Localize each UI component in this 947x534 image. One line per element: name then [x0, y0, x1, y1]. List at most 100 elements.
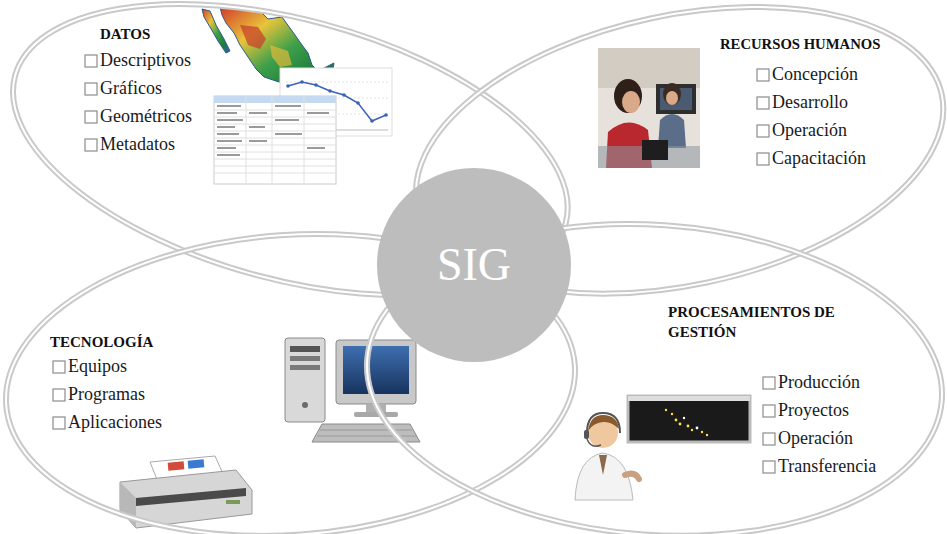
data-table: [272, 96, 273, 184]
operator-figure: [587, 439, 601, 446]
text-slot: Geométricos: [100, 106, 192, 127]
center-label: SIG: [437, 239, 511, 291]
data-table: [217, 140, 242, 142]
data-table: [246, 96, 247, 184]
people-photo: [598, 48, 700, 168]
text-slot: Programas: [68, 384, 145, 405]
data-table: [307, 112, 329, 114]
mexico-map: [202, 9, 230, 53]
list-item: Metadatos: [100, 134, 175, 155]
petal-outline: [357, 205, 947, 534]
map-screen: [679, 423, 682, 426]
operator-figure: [625, 474, 639, 479]
text-slot: SIG: [377, 168, 571, 362]
text-slot: DATOS: [100, 24, 150, 44]
printer: [188, 459, 205, 468]
line-chart: [370, 119, 374, 123]
line-chart: [328, 89, 332, 93]
line-chart: [300, 80, 304, 84]
people-photo: [642, 140, 668, 160]
checkbox: [763, 461, 775, 473]
text-slot: Descriptivos: [100, 50, 191, 71]
data-table: [214, 159, 336, 160]
map-screen: [628, 396, 750, 442]
people-photo: [614, 79, 642, 113]
data-table: [214, 145, 336, 146]
data-table: [214, 138, 336, 139]
data-table: [214, 110, 336, 111]
checkbox: [763, 377, 775, 389]
checkbox: [763, 433, 775, 445]
checkbox: [53, 361, 65, 373]
map-screen: [675, 419, 678, 422]
data-table: [249, 140, 267, 142]
operator-figure: [584, 430, 589, 439]
data-table: [249, 112, 267, 114]
data-table: [214, 131, 336, 132]
people-photo: [598, 48, 700, 88]
printer: [136, 488, 246, 506]
checkbox: [757, 125, 769, 137]
list-item: Producción: [778, 372, 860, 393]
checkbox: [757, 153, 769, 165]
map-screen: [687, 425, 690, 428]
list-item: Equipos: [68, 356, 127, 377]
desktop-computer: [290, 356, 320, 361]
list-item: Concepción: [772, 64, 858, 85]
group-heading: RECURSOS HUMANOS: [720, 34, 880, 54]
data-table: [275, 119, 299, 121]
group-heading: PROCESAMIENTOS DE GESTIÓN: [668, 302, 883, 342]
people-photo: [663, 83, 681, 105]
desktop-computer: [343, 346, 409, 394]
data-table: [214, 96, 336, 103]
operator-figure: [599, 455, 607, 475]
petal-outline: [0, 215, 585, 534]
list-item: Gráficos: [100, 78, 162, 99]
map-screen: [706, 434, 708, 436]
checkbox: [85, 55, 97, 67]
data-table: [304, 96, 305, 184]
people-photo: [656, 84, 696, 114]
text-slot: Gráficos: [100, 78, 162, 99]
list-item: Descriptivos: [100, 50, 191, 71]
data-table: [214, 166, 336, 167]
desktop-computer: [285, 338, 420, 442]
text-slot: Producción: [778, 372, 860, 393]
group-heading: TECNOLOGÍA: [50, 332, 153, 352]
text-slot: Capacitación: [772, 148, 866, 169]
list-item: Programas: [68, 384, 145, 405]
desktop-computer: [336, 340, 416, 404]
map-screen: [701, 431, 703, 433]
text-slot: Metadatos: [100, 134, 175, 155]
map-screen: [628, 396, 750, 401]
text-slot: Equipos: [68, 356, 127, 377]
people-photo: [666, 91, 678, 105]
line-chart: [314, 83, 318, 87]
desktop-computer: [354, 412, 398, 417]
data-table: [217, 112, 237, 114]
list-item: Capacitación: [772, 148, 866, 169]
operator-figure: [587, 413, 620, 433]
data-table: [214, 173, 336, 174]
line-chart: [384, 113, 388, 117]
data-table: [217, 133, 239, 135]
text-slot: Operación: [772, 120, 847, 141]
data-table: [214, 96, 336, 184]
list-item: Operación: [772, 120, 847, 141]
list-item: Geométricos: [100, 106, 192, 127]
checkbox: [757, 69, 769, 81]
line-chart: [356, 101, 360, 105]
text-slot: Aplicaciones: [68, 412, 162, 433]
list-item: Operación: [778, 428, 853, 449]
desktop-computer: [290, 365, 320, 370]
list-item: Proyectos: [778, 400, 849, 421]
data-table: [214, 96, 336, 184]
data-table: [217, 147, 236, 149]
text-slot: Desarrollo: [772, 92, 848, 113]
line-chart: [286, 84, 290, 88]
map-screen: [691, 429, 693, 431]
data-table: [217, 119, 243, 121]
map-screen: [683, 417, 685, 419]
checkbox: [757, 97, 769, 109]
